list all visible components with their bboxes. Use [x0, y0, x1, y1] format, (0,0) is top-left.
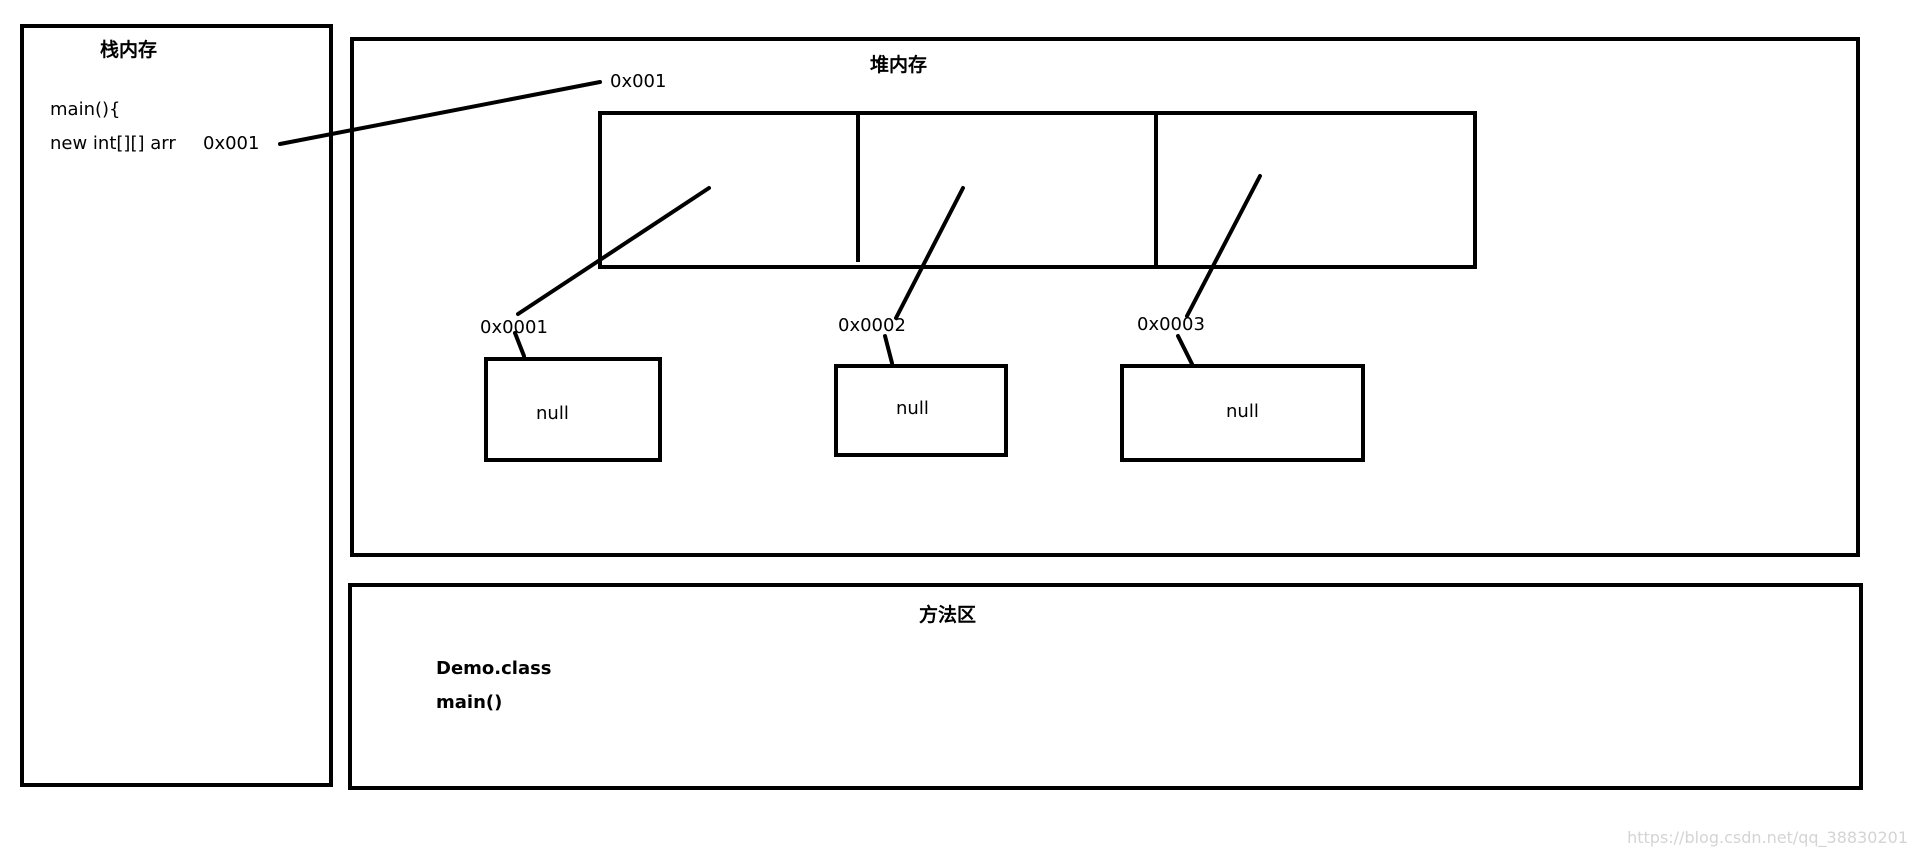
- outer-array-address: 0x001: [610, 71, 667, 92]
- heap-memory-panel: [350, 37, 1860, 557]
- inner-array-1-address: 0x0001: [480, 317, 548, 338]
- method-area-title: 方法区: [919, 604, 977, 626]
- method-area-panel: [348, 583, 1863, 790]
- method-area-class-name: Demo.class: [436, 658, 552, 679]
- inner-array-2-value: null: [896, 398, 929, 419]
- stack-array-reference-address: 0x001: [203, 133, 260, 154]
- stack-memory-panel: [20, 24, 333, 787]
- heap-memory-title: 堆内存: [870, 54, 928, 76]
- inner-array-1-value: null: [536, 403, 569, 424]
- stack-main-line: main(){: [50, 99, 121, 120]
- inner-array-3-address: 0x0003: [1137, 314, 1205, 335]
- stack-array-declaration: new int[][] arr: [50, 133, 176, 154]
- inner-array-1: [484, 357, 662, 462]
- inner-array-3-value: null: [1226, 401, 1259, 422]
- inner-array-2: [834, 364, 1008, 457]
- outer-array: [598, 111, 1477, 269]
- inner-array-2-address: 0x0002: [838, 315, 906, 336]
- method-area-main-method: main(): [436, 692, 503, 713]
- stack-memory-title: 栈内存: [100, 39, 158, 61]
- inner-array-3: [1120, 364, 1365, 462]
- watermark: https://blog.csdn.net/qq_38830201: [1627, 828, 1908, 847]
